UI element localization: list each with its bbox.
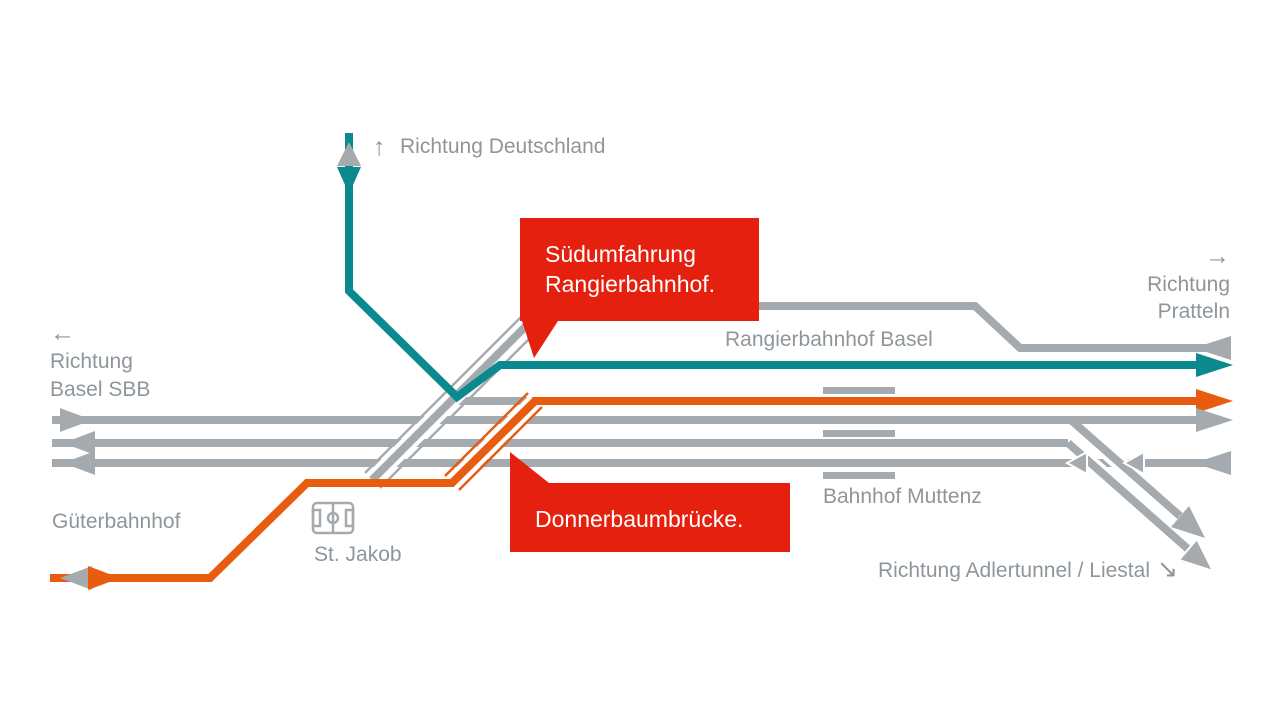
- arrow-up-icon: ↑: [373, 133, 386, 161]
- callout-donnerbaumbruecke-pointer: [510, 452, 549, 483]
- platform-bar-1: [823, 387, 895, 394]
- arrow-right-icon: →: [1205, 242, 1230, 270]
- deutschland-inbound-arrow-icon: [337, 167, 361, 194]
- line-2-left-arrow-icon: [63, 431, 95, 455]
- donnerbaum-hatch-line-2: [444, 392, 529, 477]
- callout-suedumfahrung-line2: Rangierbahnhof.: [545, 271, 715, 297]
- adlertunnel-arrow-1-icon: [1171, 506, 1205, 538]
- platform-bar-2: [823, 430, 895, 437]
- bridge-hatch-line-1: [379, 314, 554, 489]
- muttenz-platforms: [823, 387, 895, 479]
- label-bahnhof-muttenz: Bahnhof Muttenz: [823, 485, 982, 508]
- label-richtung-pratteln-1: Richtung: [1147, 273, 1230, 296]
- stadium-goal-left: [311, 508, 322, 528]
- track-group-basel-lines: [52, 302, 1230, 467]
- teal-route-right-arrow-icon: [1196, 353, 1233, 377]
- st-jakob-stadium-icon: [311, 501, 355, 535]
- line-1-left-arrow-icon: [60, 408, 92, 432]
- callout-suedumfahrung-box: [520, 218, 759, 321]
- callout-donnerbaumbruecke-box: [510, 483, 790, 552]
- gueterbahnhof-inbound-arrow-icon: [88, 566, 120, 590]
- orange-freight-route: [50, 389, 1233, 590]
- label-richtung-basel-sbb-2: Basel SBB: [50, 378, 150, 401]
- map-labels: ↑ Richtung Deutschland → Richtung Pratte…: [50, 133, 1230, 583]
- track-branch-adlertunnel-1: [1069, 417, 1183, 520]
- callout-suedumfahrung-line1: Südumfahrung: [545, 241, 696, 267]
- stadium-goal-right: [344, 508, 355, 528]
- line-3-left-arrow-icon: [63, 451, 95, 475]
- line-3-right-arrow-icon: [1194, 451, 1231, 475]
- stadium-center-circle: [326, 511, 340, 525]
- orange-route-right-arrow-icon: [1196, 389, 1233, 413]
- label-richtung-deutschland: Richtung Deutschland: [400, 135, 605, 158]
- label-rangierbahnhof-basel: Rangierbahnhof Basel: [725, 328, 933, 351]
- track-end-arrows: [60, 336, 1233, 475]
- gueterbahnhof-outbound-arrow-icon: [60, 566, 92, 590]
- label-st-jakob: St. Jakob: [314, 543, 402, 566]
- callout-suedumfahrung: Südumfahrung Rangierbahnhof.: [520, 218, 759, 358]
- platform-bar-3: [823, 472, 895, 479]
- track-teal-route: [345, 133, 1205, 403]
- line-3-mid-arrow-2-icon: [1121, 450, 1145, 476]
- track-orange-route: [50, 397, 1205, 582]
- callout-donnerbaumbruecke-text: Donnerbaumbrücke.: [535, 506, 743, 532]
- label-richtung-pratteln-2: Pratteln: [1158, 300, 1230, 323]
- deutschland-outbound-arrow-icon: [337, 142, 361, 166]
- adlertunnel-arrow-2-icon: [1177, 537, 1215, 573]
- track-rangierbahnhof: [545, 302, 1230, 352]
- label-richtung-adlertunnel-liestal: Richtung Adlertunnel / Liestal: [878, 559, 1150, 582]
- teal-deutschland-route: [337, 133, 1233, 403]
- rangierbahnhof-left-arrow-icon: [1194, 336, 1231, 360]
- label-gueterbahnhof: Güterbahnhof: [52, 510, 181, 533]
- arrow-down-right-icon: ↘: [1157, 555, 1178, 583]
- line-3-mid-arrow-1-icon: [1064, 450, 1088, 476]
- arrow-left-icon: ←: [50, 319, 75, 347]
- callout-suedumfahrung-pointer: [522, 321, 558, 358]
- line-1-right-arrow-icon: [1196, 408, 1233, 432]
- label-richtung-basel-sbb-1: Richtung: [50, 350, 133, 373]
- adlertunnel-branches: [1064, 417, 1215, 573]
- donnerbaum-hatch-line-1: [458, 406, 543, 491]
- callout-donnerbaumbruecke: Donnerbaumbrücke.: [510, 452, 790, 552]
